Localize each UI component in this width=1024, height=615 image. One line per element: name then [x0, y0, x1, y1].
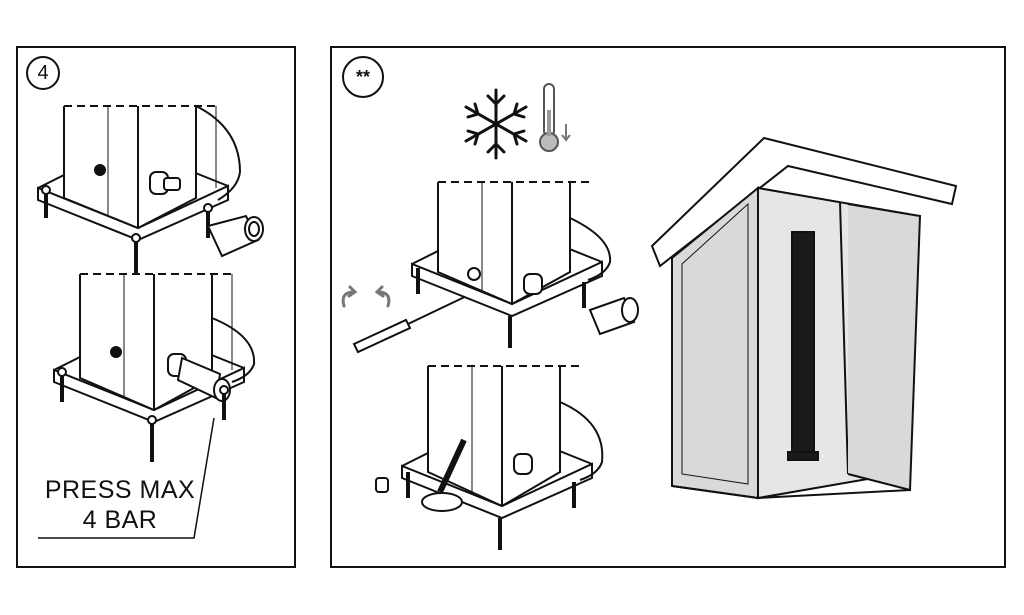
pressure-leader-line — [38, 417, 215, 539]
base-drain-open-illustration — [375, 365, 604, 550]
step-marker-badge: ** — [342, 56, 384, 98]
winterize-panel: ** — [330, 46, 1006, 568]
pressure-label-line2: 4 BAR — [82, 506, 158, 534]
step-4-panel: 4 — [16, 46, 296, 568]
shower-base-bottom-illustration — [53, 273, 256, 462]
base-drain-screw-illustration — [411, 181, 639, 348]
shower-base-top-illustration — [37, 105, 264, 278]
shed-storage-illustration — [650, 136, 958, 500]
rotate-arrows-icon — [341, 285, 391, 308]
thermometer-down-icon — [539, 83, 571, 152]
step-number-badge: 4 — [26, 56, 60, 90]
snowflake-icon — [464, 88, 528, 160]
pressure-label-line1: PRESS MAX — [44, 476, 196, 504]
